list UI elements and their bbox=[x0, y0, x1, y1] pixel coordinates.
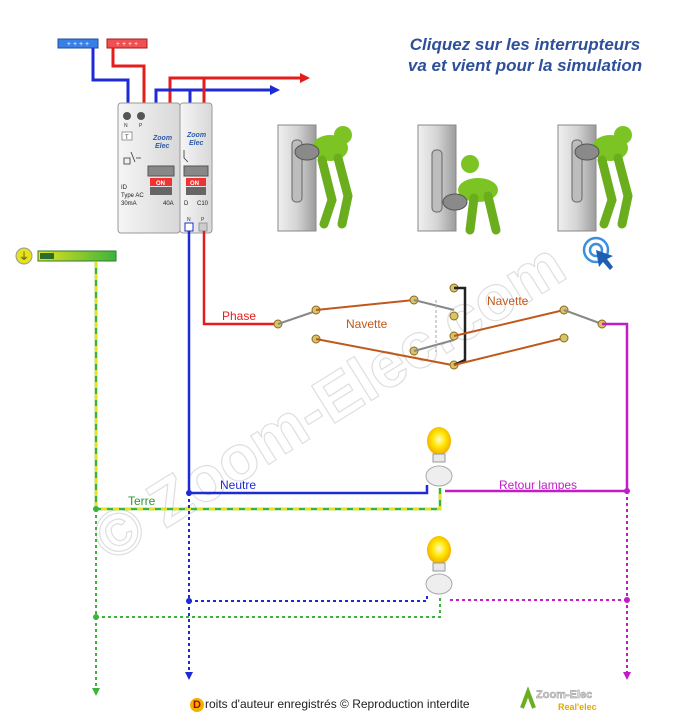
switch-3[interactable] bbox=[559, 305, 607, 343]
svg-text:ID: ID bbox=[121, 185, 128, 191]
svg-text:D: D bbox=[184, 201, 189, 207]
instruction-line-1: Cliquez sur les interrupteurs bbox=[409, 35, 641, 54]
neutral-wire bbox=[187, 231, 429, 495]
earth-wire-yellow bbox=[94, 262, 442, 511]
svg-text:P: P bbox=[139, 123, 143, 129]
switch-plate-2[interactable] bbox=[417, 124, 501, 235]
phase-out-arrow bbox=[300, 73, 310, 83]
junction-dots bbox=[93, 488, 630, 620]
navette-wire-right-bottom bbox=[453, 337, 565, 366]
copyright-text: roits d'auteur enregistrés © Reproductio… bbox=[205, 697, 470, 711]
copyright-initial: D bbox=[190, 698, 204, 712]
click-pointer-icon bbox=[582, 236, 613, 270]
navette-wire-right-top bbox=[453, 309, 565, 337]
differential-switch: N P T Zoom Elec ON ID Type AC 30mA 40A bbox=[117, 102, 181, 234]
navette-label-left: Navette bbox=[346, 317, 388, 331]
svg-text:40A: 40A bbox=[163, 201, 174, 207]
switch-plate-1[interactable] bbox=[277, 124, 353, 232]
svg-text:30mA: 30mA bbox=[121, 201, 137, 207]
neutral-down-arrow bbox=[185, 672, 193, 680]
neutral-feed-wire bbox=[91, 48, 130, 104]
svg-text:ON: ON bbox=[156, 181, 165, 187]
svg-text:Zoom-Elec: Zoom-Elec bbox=[536, 689, 592, 701]
lamp-2 bbox=[425, 536, 453, 595]
return-wire bbox=[445, 322, 629, 493]
svg-text:N: N bbox=[187, 217, 191, 223]
instruction-text: Cliquez sur les interrupteurs va et vien… bbox=[380, 34, 670, 76]
svg-text:+ + + +: + + + + bbox=[67, 41, 89, 48]
neutral-out-wire bbox=[154, 88, 270, 104]
retour-label: Retour lampes bbox=[499, 478, 577, 492]
svg-text:Zoom: Zoom bbox=[186, 132, 206, 139]
switch-1[interactable] bbox=[273, 305, 321, 344]
earth-down-arrow bbox=[92, 688, 100, 696]
navette-label-right: Navette bbox=[487, 294, 529, 308]
lamp-1 bbox=[425, 427, 453, 487]
svg-text:⏚: ⏚ bbox=[19, 251, 29, 263]
watermark: © Zoom-Elec.com bbox=[80, 227, 577, 575]
switch-plate-3[interactable] bbox=[557, 124, 633, 232]
svg-text:Zoom: Zoom bbox=[152, 135, 172, 142]
instruction-line-2: va et vient pour la simulation bbox=[407, 56, 643, 75]
earth-terminal-bar: ⏚ bbox=[15, 247, 117, 265]
svg-text:Elec: Elec bbox=[189, 140, 204, 147]
svg-text:P: P bbox=[201, 217, 205, 223]
phase-busbar: + + + + bbox=[106, 38, 148, 49]
svg-text:T: T bbox=[125, 135, 129, 141]
svg-text:Elec: Elec bbox=[155, 143, 170, 150]
svg-text:N: N bbox=[124, 123, 128, 129]
terre-label: Terre bbox=[128, 494, 156, 508]
phase-feed-wire bbox=[111, 48, 146, 104]
navette-wire-bottom bbox=[315, 338, 453, 366]
zoom-elec-logo: Zoom-Elec Real'elec bbox=[520, 686, 597, 712]
neutral-dashed-lamp2 bbox=[189, 593, 428, 602]
svg-text:Real'elec: Real'elec bbox=[558, 702, 597, 712]
phase-out-wire bbox=[168, 76, 300, 104]
neutre-label: Neutre bbox=[220, 478, 256, 492]
svg-text:ON: ON bbox=[190, 181, 199, 187]
neutral-out-arrow bbox=[270, 85, 280, 95]
return-down-arrow bbox=[623, 672, 631, 680]
neutral-busbar: + + + + bbox=[57, 38, 99, 49]
earth-dashed-lamp2 bbox=[96, 597, 441, 618]
navette-wire-top bbox=[315, 299, 415, 311]
phase-wire bbox=[202, 231, 278, 326]
svg-text:+ + + +: + + + + bbox=[116, 41, 138, 48]
circuit-breaker: Zoom Elec ON D C10 N P bbox=[179, 102, 213, 234]
svg-text:C10: C10 bbox=[197, 201, 209, 207]
svg-text:Type AC: Type AC bbox=[121, 193, 144, 199]
phase-label: Phase bbox=[222, 309, 256, 323]
